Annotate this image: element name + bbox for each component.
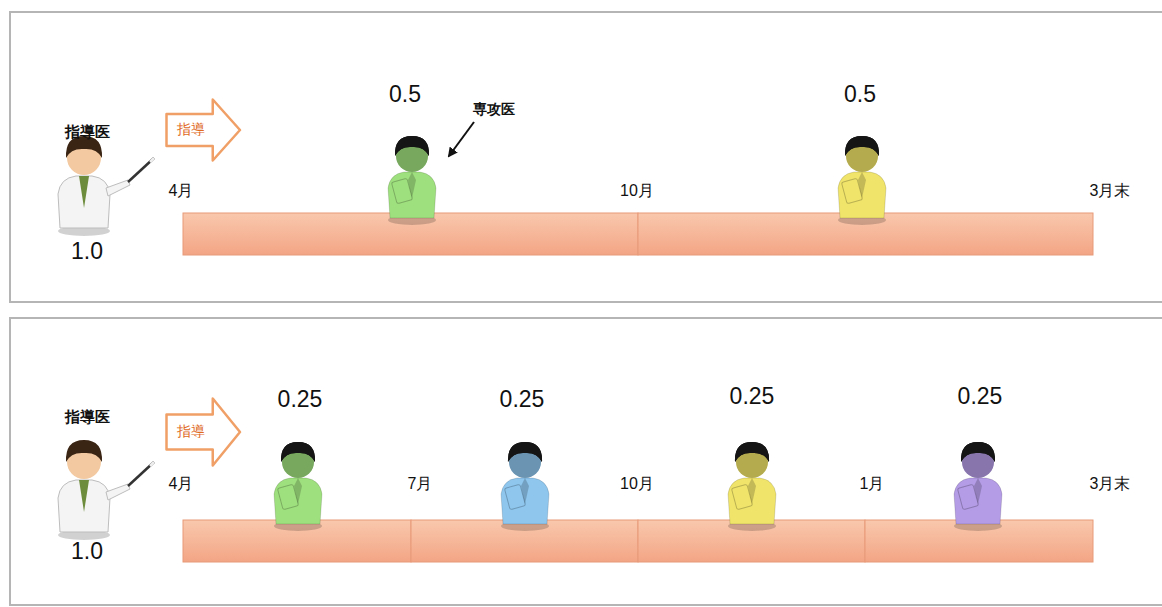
role-label: 指導医 xyxy=(65,409,110,426)
month-label: 3月末 xyxy=(1090,475,1131,493)
resident-figure xyxy=(501,442,549,531)
arrow-shape: 指導 xyxy=(165,98,242,162)
supervisor-figure xyxy=(58,440,154,540)
share-value: 0.25 xyxy=(958,384,1003,409)
arrow-shape: 指導 xyxy=(165,397,242,467)
share-value: 0.5 xyxy=(389,82,421,107)
month-label: 4月 xyxy=(169,475,194,493)
share-value: 0.5 xyxy=(844,82,876,107)
month-label: 1月 xyxy=(860,475,885,493)
share-value: 1.0 xyxy=(71,539,103,564)
role-label: 指導医 xyxy=(65,124,110,141)
month-label: 4月 xyxy=(169,182,194,200)
share-value: 1.0 xyxy=(71,239,103,264)
resident-figure xyxy=(388,136,436,225)
month-label: 3月末 xyxy=(1090,182,1131,200)
supervisor-figure xyxy=(58,136,154,236)
resident-figure xyxy=(954,442,1002,531)
callout-label: 専攻医 xyxy=(473,102,515,117)
month-label: 7月 xyxy=(408,475,433,493)
arrow-label: 指導 xyxy=(177,423,205,441)
month-label: 10月 xyxy=(620,182,654,200)
panel-border xyxy=(10,318,1162,605)
panel-border xyxy=(10,12,1162,302)
resident-figure xyxy=(274,442,322,531)
resident-figure xyxy=(838,136,886,225)
resident-figure xyxy=(728,442,776,531)
arrow-label: 指導 xyxy=(177,121,205,139)
leader-arrow xyxy=(449,122,474,156)
share-value: 0.25 xyxy=(730,384,775,409)
month-label: 10月 xyxy=(620,475,654,493)
share-value: 0.25 xyxy=(500,387,545,412)
share-value: 0.25 xyxy=(278,387,323,412)
